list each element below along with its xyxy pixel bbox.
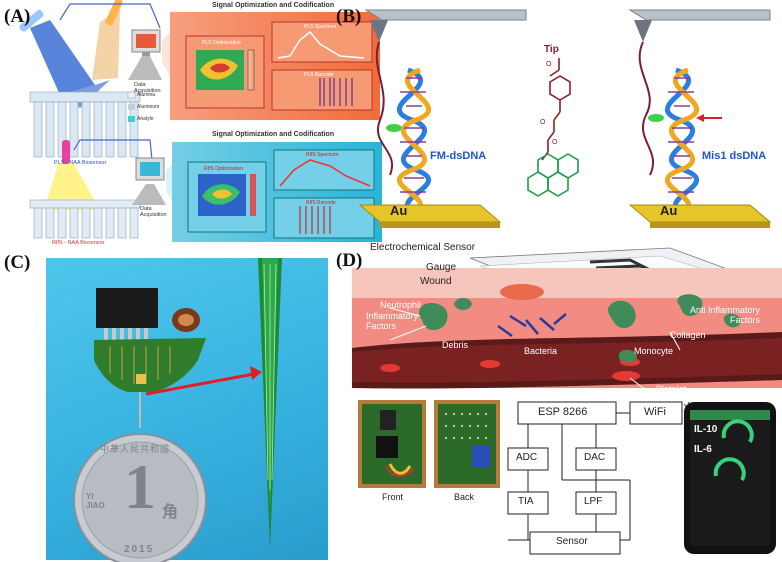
au-left-label: Au [390,203,408,218]
back-label: Back [454,492,475,502]
fm-dsdna-label: FM-dsDNA [430,150,487,162]
neutrophil-label: Neutrophil [380,300,422,310]
pls-biosensor-label: PLS - NAA Biosensor [54,160,107,166]
il10-label: IL-10 [694,424,718,435]
debris-label: Debris [442,340,469,350]
rifs-biosensor-label: RIfS - NAA Biosensor [52,240,105,246]
svg-text:O: O [546,61,552,68]
panel-a-illustration [19,0,382,242]
data-acquisition-top: Data Acquisition [134,82,161,94]
bacteria-label: Bacteria [524,346,558,356]
coin-top-text: 中華人民共和國 [100,444,171,454]
il6-label: IL-6 [694,444,712,455]
coin-unit: 角 [162,504,179,521]
legend-aluminum: Aluminum [137,104,160,110]
platelet-label: Platelet [656,384,687,394]
panel-b-illustration: O O O [358,9,772,228]
dac-box-label: DAC [584,452,606,463]
rifs-optimization-label: RIfS Optimization [204,166,243,172]
panel-a: (A) [0,0,388,248]
panel-c-illustration [73,258,282,562]
bottom-header: Signal Optimization and Codification [212,131,335,138]
rifs-spectrum-label: RIfS Spectrum [306,152,339,158]
svg-text:O: O [540,119,546,126]
lpf-box-label: LPF [584,496,603,507]
sensor-box-label: Sensor [556,536,588,547]
coin-numeral: 1 [124,451,156,522]
front-label: Front [382,492,404,502]
wifi-box-label: WiFi [644,406,666,418]
data-acquisition-bottom: Data Acquisition [140,206,167,218]
rifs-barcode-label: RIfS Barcode [306,200,336,206]
collagen-label: Collagen [670,330,706,340]
panel-d-label: (D) [336,250,363,271]
inflammatory-factors-label: Inflammatory Factors [366,311,419,331]
wound-label: Wound [420,276,452,287]
mis1-dsdna-label: Mis1 dsDNA [702,150,767,162]
top-header: Signal Optimization and Codification [212,2,335,9]
panel-a-label: (A) [4,6,31,27]
gauge-label: Gauge [426,262,457,273]
panel-c: (C) 1 角 中華人民共和國 YI JIAO 20 [0,250,330,562]
adc-box-label: ADC [516,452,538,463]
anti-inflammatory-label: Anti Inflammatory Factors [690,305,761,325]
panel-b-label: (B) [336,6,362,27]
esp-box-label: ESP 8266 [538,406,588,418]
panel-d: (D) [330,240,782,562]
electrochemical-sensor-label: Electrochemical Sensor [370,242,476,253]
coin-romanization: YI JIAO [86,492,105,510]
svg-text:O: O [552,139,558,146]
pls-optimization-label: PLS Optimization [202,40,241,46]
pls-spectrum-label: PLS Spectrum [304,24,337,30]
panel-d-illustration [352,247,782,555]
panel-b: (B) [330,0,782,240]
tia-box-label: TIA [518,496,534,507]
legend-alumina: Alumina [137,92,156,98]
pls-barcode-label: PLS Barcode [304,72,334,78]
panel-c-label: (C) [4,252,31,273]
tip-label: Tip [544,44,559,55]
legend-analyte: Analyte [137,116,154,122]
coin-year: 2015 [124,544,155,555]
monocyte-label: Monocyte [634,346,674,356]
au-right-label: Au [660,203,678,218]
